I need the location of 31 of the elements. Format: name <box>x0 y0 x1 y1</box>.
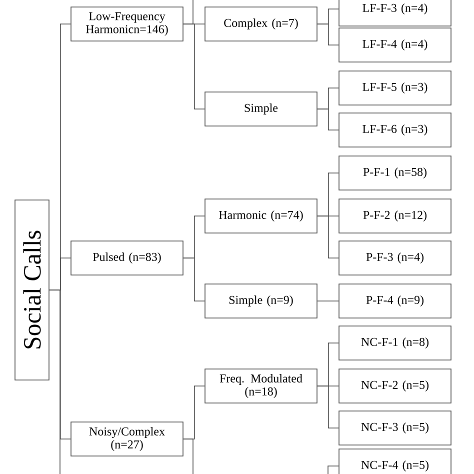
category-box: Harmonic (n=74) <box>204 198 318 234</box>
category-box: LF-F-5 (n=3) <box>338 70 452 106</box>
category-box: Noisy/Complex (n=27) <box>70 422 184 456</box>
connector-line <box>328 466 339 474</box>
connector-line <box>183 24 205 110</box>
category-box: Freq. Modulated (n=18) <box>204 368 318 404</box>
category-box: Low-Frequency Harmonicn=146) <box>70 6 184 42</box>
category-box: P-F-3 (n=4) <box>338 240 452 276</box>
connector-line <box>183 438 194 474</box>
category-box: NC-F-3 (n=5) <box>338 410 452 446</box>
category-box: Simple <box>204 92 318 126</box>
connector-line <box>317 300 339 302</box>
connector-line <box>183 258 205 302</box>
connector-line <box>317 386 339 428</box>
category-box: P-F-2 (n=12) <box>338 198 452 234</box>
connector-line <box>317 108 339 130</box>
category-box: LF-F-4 (n=4) <box>338 28 452 62</box>
connector-line <box>317 216 339 258</box>
category-box: NC-F-4 (n=5) <box>338 448 452 474</box>
category-box: Complex (n=7) <box>204 6 318 42</box>
category-box: LF-F-6 (n=3) <box>338 112 452 148</box>
category-box: P-F-4 (n=9) <box>338 284 452 318</box>
category-box: LF-F-3 (n=4) <box>338 0 452 26</box>
category-box: Pulsed (n=83) <box>70 240 184 276</box>
category-box: P-F-1 (n=58) <box>338 156 452 190</box>
connector-line <box>49 290 60 474</box>
connector-line <box>317 24 339 46</box>
category-box: NC-F-1 (n=8) <box>338 326 452 360</box>
category-box: Simple (n=9) <box>204 284 318 318</box>
category-box: NC-F-2 (n=5) <box>338 368 452 404</box>
root-box: Social Calls <box>14 200 50 380</box>
